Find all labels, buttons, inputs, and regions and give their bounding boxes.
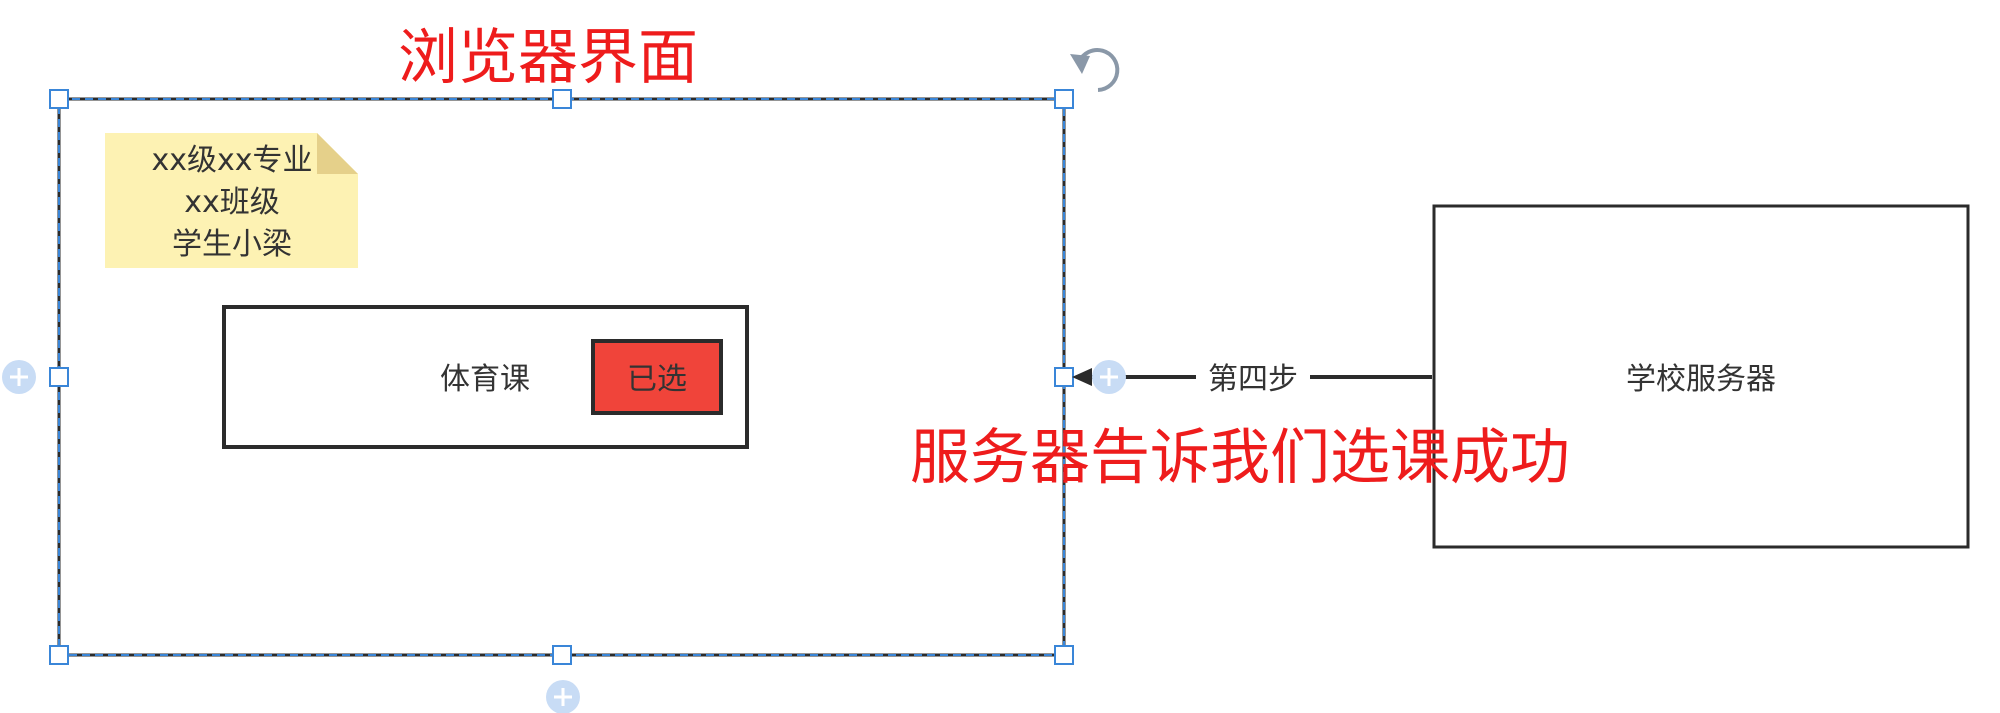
resize-handle-middle-right[interactable] [1054, 367, 1074, 387]
note-line-major: xx级xx专业 [151, 143, 312, 178]
selected-button-label: 已选 [627, 362, 687, 397]
resize-handle-bottom-middle[interactable] [552, 645, 572, 665]
resize-handle-top-middle[interactable] [552, 89, 572, 109]
connector-label: 第四步 [1208, 362, 1298, 397]
add-connection-left-icon[interactable] [2, 360, 36, 394]
student-sticky-note[interactable]: xx级xx专业 xx班级 学生小梁 [105, 133, 358, 268]
resize-handle-bottom-right[interactable] [1054, 645, 1074, 665]
resize-handle-top-left[interactable] [49, 89, 69, 109]
resize-handle-middle-left[interactable] [49, 367, 69, 387]
resize-handle-top-right[interactable] [1054, 89, 1074, 109]
resize-handle-bottom-left[interactable] [49, 645, 69, 665]
school-server-box[interactable]: 学校服务器 [1432, 204, 1970, 549]
course-name: 体育课 [440, 362, 530, 397]
server-label: 学校服务器 [1626, 362, 1776, 397]
add-connection-right-icon[interactable] [1092, 360, 1126, 394]
note-line-student: 学生小梁 [172, 227, 292, 262]
add-connection-bottom-icon[interactable] [546, 680, 580, 713]
rotate-icon[interactable] [1070, 48, 1120, 92]
note-line-class: xx班级 [184, 185, 280, 220]
step-four-connector[interactable]: 第四步 [1072, 357, 1432, 397]
selected-button[interactable]: 已选 [591, 339, 723, 415]
selection-handles[interactable] [49, 89, 1074, 665]
success-message: 服务器告诉我们选课成功 [910, 423, 1570, 493]
browser-title: 浏览器界面 [398, 23, 698, 93]
